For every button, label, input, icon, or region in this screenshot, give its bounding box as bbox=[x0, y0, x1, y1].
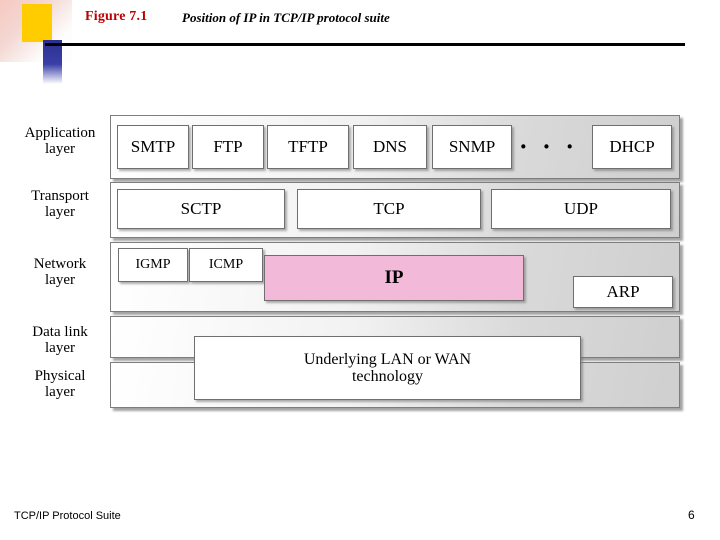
layer-label-network: Network layer bbox=[33, 256, 87, 289]
corner-blue-bar bbox=[43, 40, 62, 84]
protocol-box-ftp[interactable]: FTP bbox=[192, 125, 264, 169]
layer-label-physical: Physical layer bbox=[34, 368, 86, 401]
corner-decoration bbox=[0, 0, 685, 92]
footer-label: TCP/IP Protocol Suite bbox=[14, 510, 121, 522]
protocol-box-tftp[interactable]: TFTP bbox=[267, 125, 349, 169]
protocol-box-udp[interactable]: UDP bbox=[491, 189, 671, 229]
protocol-box-icmp[interactable]: ICMP bbox=[189, 248, 263, 282]
figure-caption: Position of IP in TCP/IP protocol suite bbox=[182, 10, 390, 25]
protocol-box-dhcp[interactable]: DHCP bbox=[592, 125, 672, 169]
figure-label: Figure 7.1 bbox=[85, 9, 148, 24]
protocol-box-igmp[interactable]: IGMP bbox=[118, 248, 188, 282]
protocol-box-dns[interactable]: DNS bbox=[353, 125, 427, 169]
layer-label-data-link: Data link layer bbox=[32, 324, 88, 357]
layer-label-transport: Transport layer bbox=[31, 188, 89, 221]
layer-label-application: Application layer bbox=[24, 125, 96, 158]
protocol-stack-diagram: Application layer Transport layer Networ… bbox=[0, 100, 720, 430]
protocol-box-ip[interactable]: IP bbox=[264, 255, 524, 301]
corner-yellow-square bbox=[22, 4, 52, 42]
protocol-box-snmp[interactable]: SNMP bbox=[432, 125, 512, 169]
page-number: 6 bbox=[688, 508, 695, 522]
protocol-box-tcp[interactable]: TCP bbox=[297, 189, 481, 229]
header-rule bbox=[45, 43, 685, 46]
protocol-box-arp[interactable]: ARP bbox=[573, 276, 673, 308]
ellipsis-application-layer: · · · bbox=[519, 132, 579, 161]
protocol-box-sctp[interactable]: SCTP bbox=[117, 189, 285, 229]
protocol-box-underlying-lan-wan[interactable]: Underlying LAN or WAN technology bbox=[194, 336, 581, 400]
protocol-box-smtp[interactable]: SMTP bbox=[117, 125, 189, 169]
